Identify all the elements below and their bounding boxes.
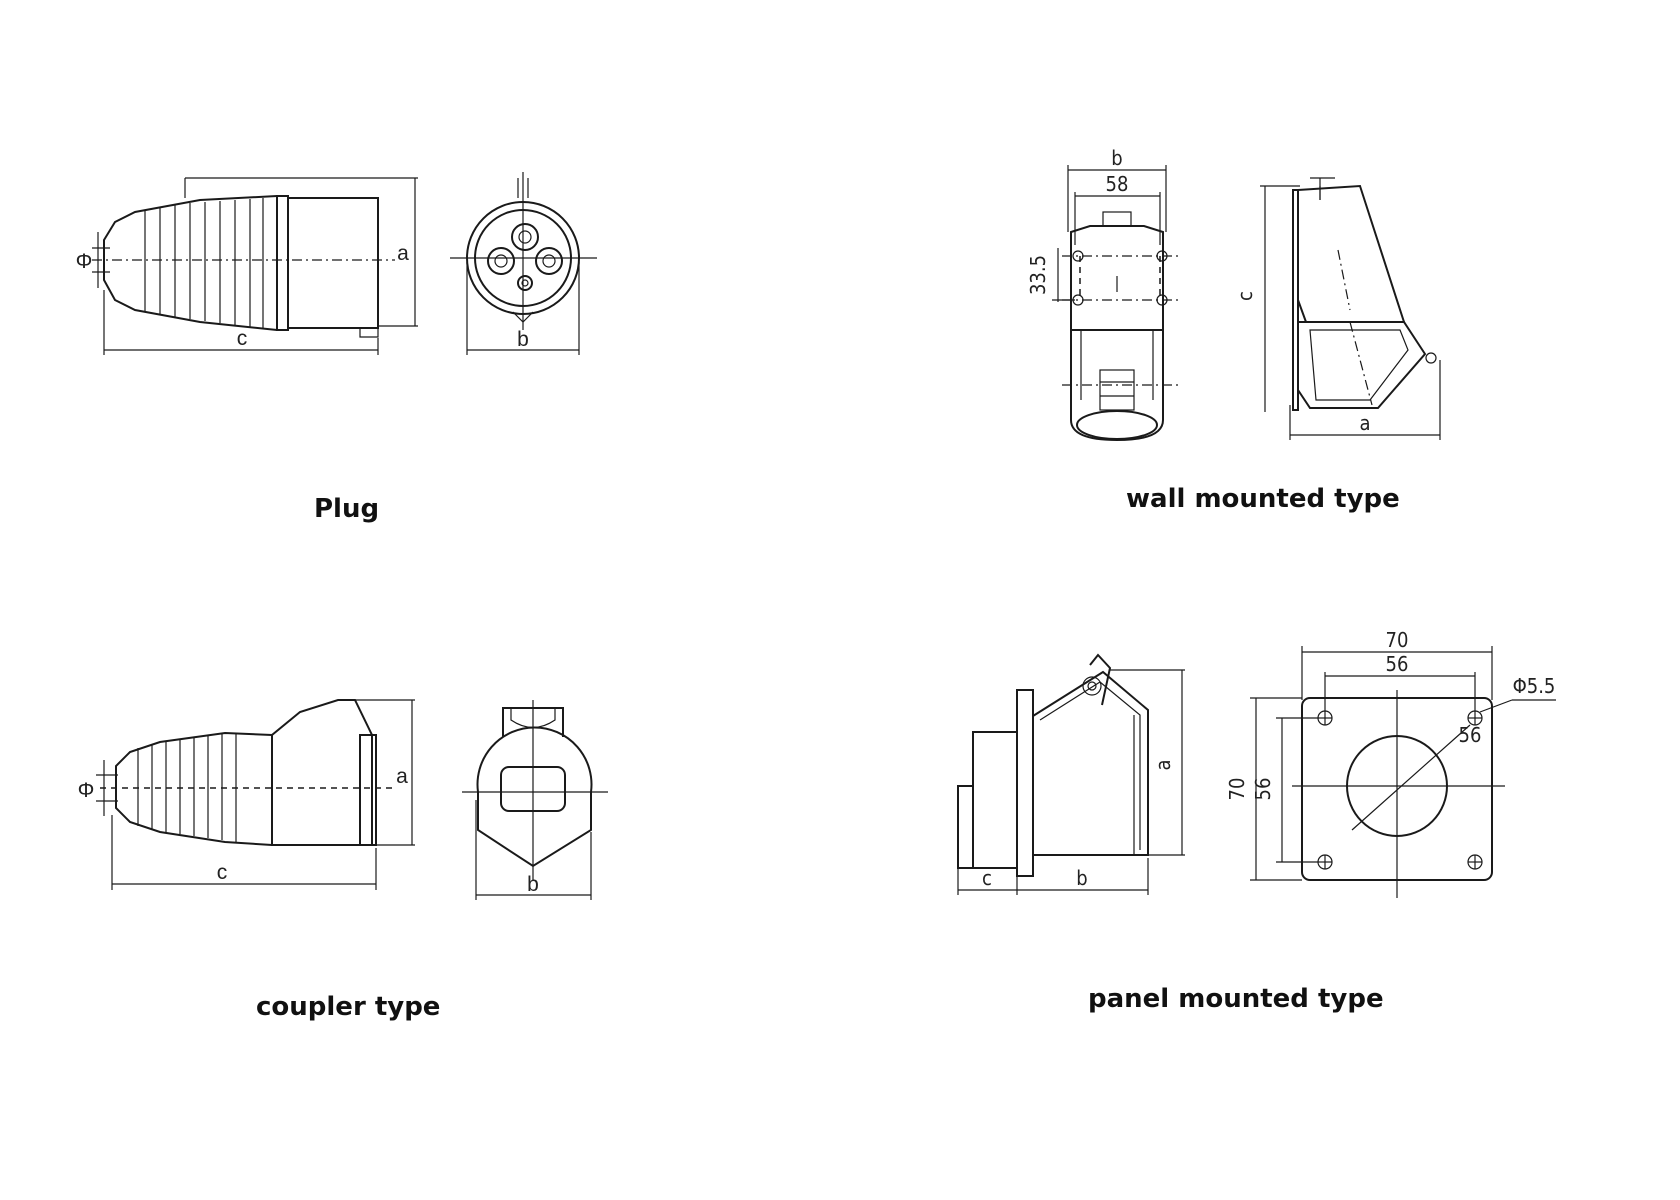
- wall-b-label: b: [1111, 146, 1122, 170]
- wall-side-view: c a: [1233, 177, 1441, 440]
- panel-diag-56-label: 56: [1459, 723, 1482, 747]
- panel-b-label: b: [1076, 866, 1087, 890]
- wall-a-label: a: [1359, 411, 1370, 435]
- panel-c-label: c: [982, 866, 992, 890]
- coupler-phi-label: Φ: [78, 779, 95, 802]
- wall-58-label: 58: [1106, 172, 1129, 196]
- wall-c-label: c: [1233, 291, 1257, 301]
- panel-hole-diameter-label: Φ5.5: [1513, 674, 1556, 698]
- panel-inner-56-top-label: 56: [1386, 652, 1409, 676]
- wall-33-5-label: 33.5: [1026, 255, 1050, 295]
- coupler-caption: coupler type: [256, 992, 441, 1022]
- plug-a-label: a: [397, 242, 409, 265]
- panel-side-view: a c b: [957, 653, 1185, 895]
- wall-caption: wall mounted type: [1126, 484, 1400, 514]
- plug-side-view: Φ a c: [76, 177, 418, 355]
- panel-caption: panel mounted type: [1088, 984, 1384, 1014]
- plug-b-label: b: [517, 328, 529, 351]
- coupler-b-label: b: [527, 873, 539, 896]
- panel-outer-70-left-label: 70: [1225, 778, 1249, 801]
- panel-outer-70-top-label: 70: [1386, 628, 1409, 652]
- coupler-c-label: c: [217, 861, 228, 884]
- coupler-a-label: a: [396, 765, 408, 788]
- panel-inner-56-left-label: 56: [1251, 778, 1275, 801]
- plug-phi-label: Φ: [76, 250, 93, 273]
- plug-c-label: c: [237, 327, 248, 350]
- plug-front-view: b: [450, 172, 597, 355]
- panel-front-view: 56 Φ5.5 70 56 70 56: [1225, 628, 1556, 898]
- panel-a-label: a: [1151, 759, 1175, 770]
- coupler-side-view: Φ a c: [78, 699, 415, 890]
- coupler-front-view: b: [462, 700, 608, 900]
- plug-caption: Plug: [314, 494, 380, 524]
- wall-front-view: b 58 33.5: [1026, 146, 1180, 442]
